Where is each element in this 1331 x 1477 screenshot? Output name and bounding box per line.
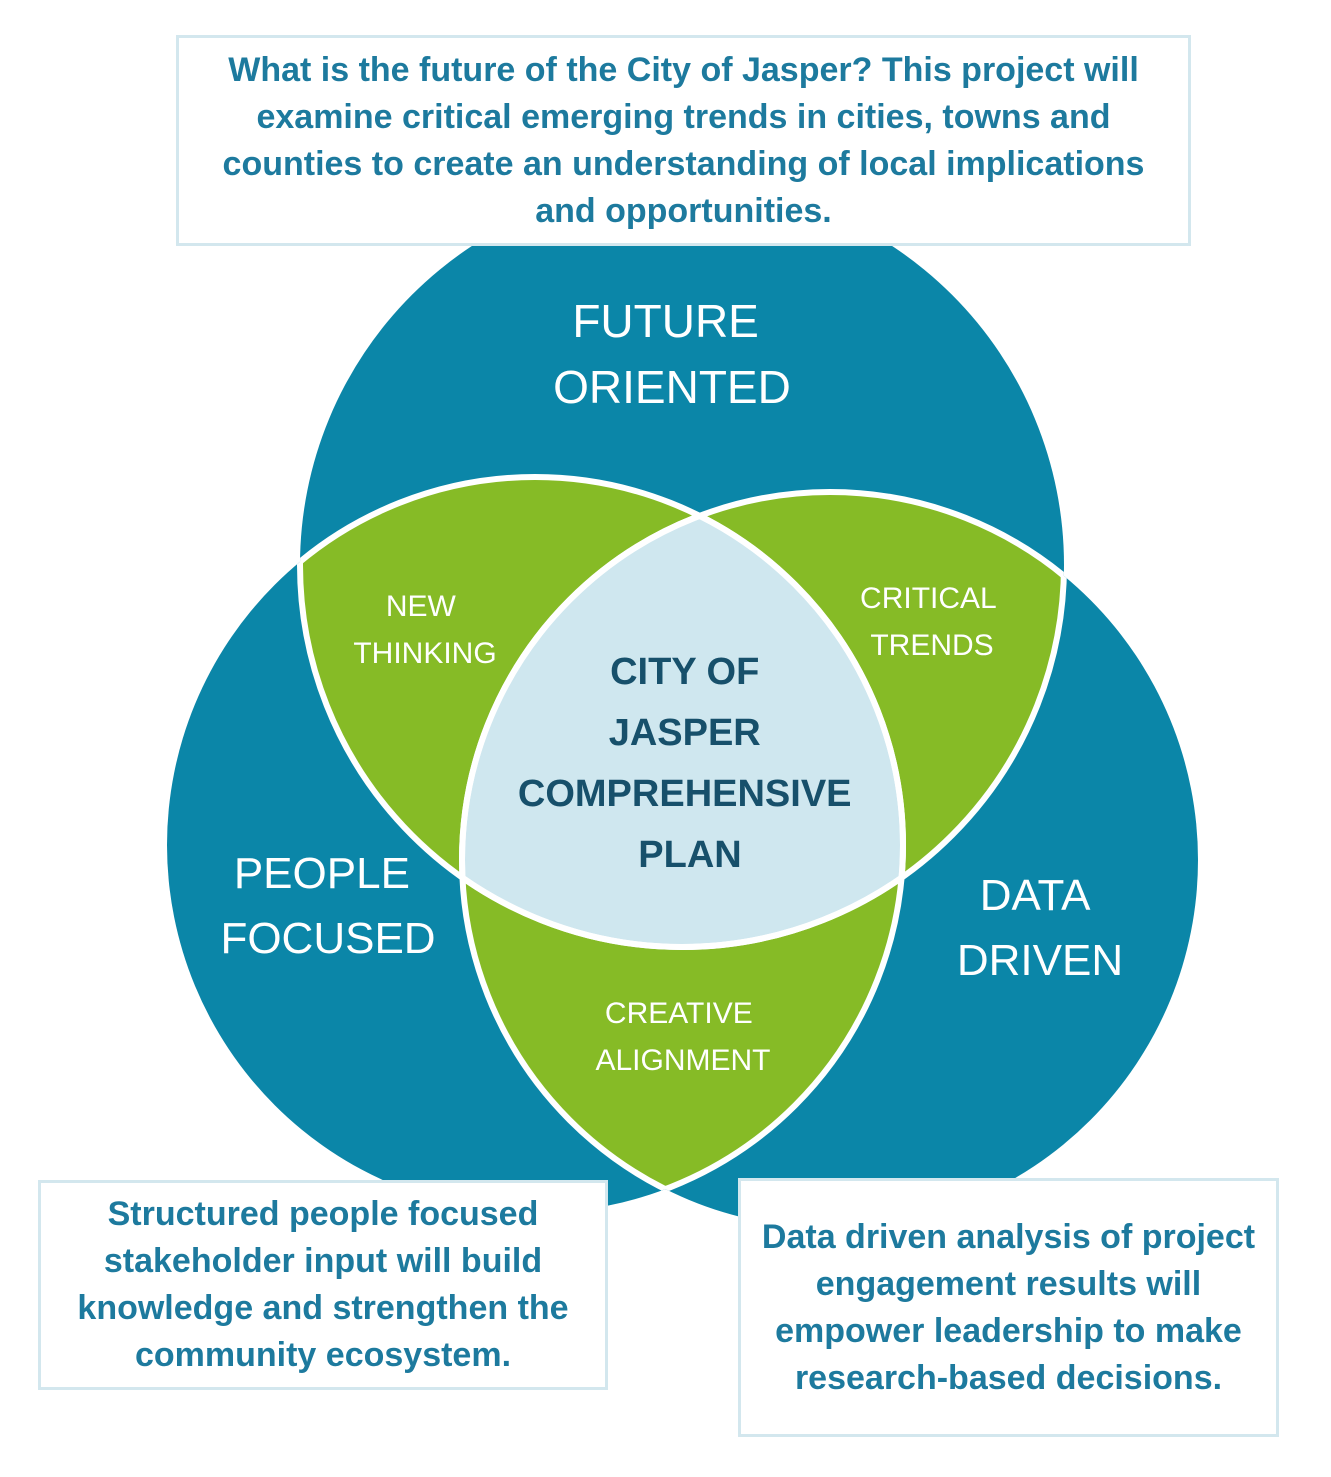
label-future-oriented-line-1: FUTURE [572,295,759,347]
label-creative-alignment-line-1: CREATIVE [605,997,753,1030]
callout-people-focused-text: Structured people focused stakeholder in… [77,1195,569,1374]
label-center-line-3: COMPREHENSIVE [518,773,852,815]
callout-data-driven: Data driven analysis of project engageme… [738,1178,1279,1437]
callout-people-focused: Structured people focused stakeholder in… [38,1180,608,1390]
label-future-oriented: FUTURE ORIENTED [553,295,791,413]
label-people-focused-line-2: FOCUSED [220,914,435,963]
label-center-line-4: PLAN [638,834,741,876]
label-people-focused-line-1: PEOPLE [234,849,410,898]
label-data-driven-line-2: DRIVEN [957,936,1123,985]
label-creative-alignment-line-2: ALIGNMENT [595,1044,770,1077]
label-future-oriented-line-2: ORIENTED [553,361,791,413]
label-critical-trends-line-1: CRITICAL [860,582,996,615]
labels-layer: FUTURE ORIENTED PEOPLE FOCUSED DATA DRIV… [220,295,1123,1077]
label-new-thinking-line-2: THINKING [353,637,496,670]
label-center-line-2: JASPER [609,712,761,754]
label-creative-alignment: CREATIVE ALIGNMENT [595,997,770,1077]
overlaps-layer [300,477,1064,1213]
callout-future-question-text: What is the future of the City of Jasper… [222,50,1145,230]
label-center-line-1: CITY OF [610,651,759,693]
label-data-driven: DATA DRIVEN [957,871,1123,985]
label-people-focused: PEOPLE FOCUSED [220,849,435,963]
label-center-plan: CITY OF JASPER COMPREHENSIVE PLAN [518,651,862,876]
label-critical-trends: CRITICAL TRENDS [860,582,1004,662]
label-new-thinking: NEW THINKING [353,590,496,670]
label-new-thinking-line-1: NEW [386,590,457,623]
callout-data-driven-text: Data driven analysis of project engageme… [761,1217,1256,1397]
label-data-driven-line-1: DATA [980,871,1091,920]
center-region [462,492,903,947]
callout-future-question: What is the future of the City of Jasper… [176,35,1191,246]
label-critical-trends-line-2: TRENDS [870,629,993,662]
